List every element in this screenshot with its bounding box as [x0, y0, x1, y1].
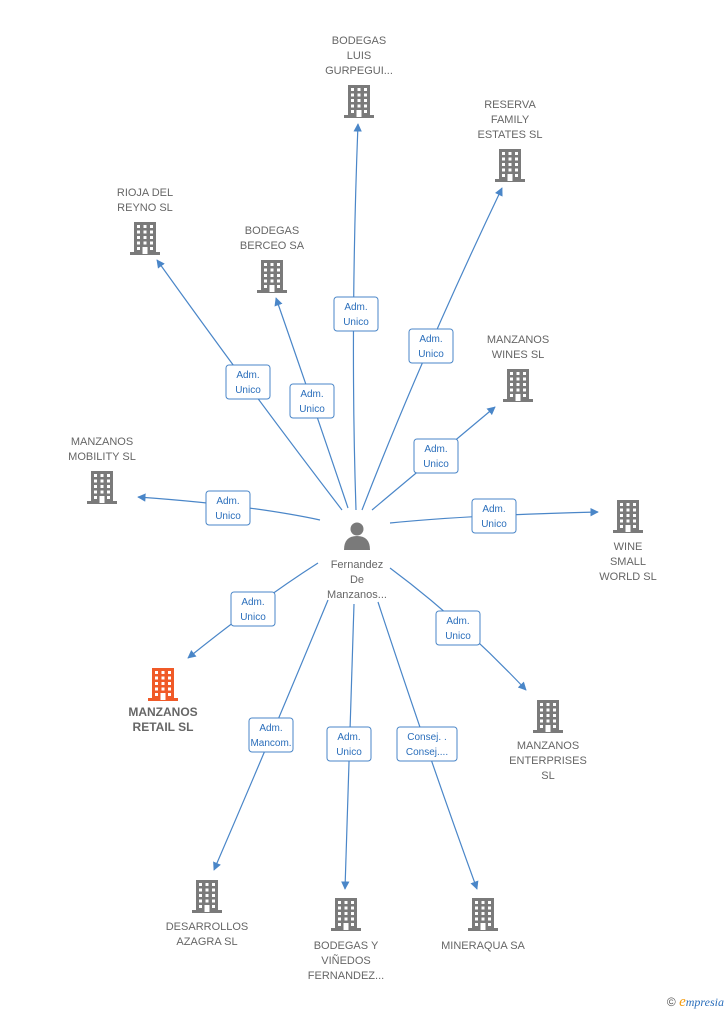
company-node-manzanos-mobility[interactable]: MANZANOS MOBILITY SL — [68, 436, 136, 504]
building-icon[interactable] — [331, 898, 361, 931]
building-icon[interactable] — [130, 222, 160, 255]
company-label-line: REYNO SL — [117, 202, 173, 214]
company-node-desarrollos-azagra[interactable]: DESARROLLOS AZAGRA SL — [166, 880, 249, 948]
company-label-line: WORLD SL — [599, 571, 656, 583]
company-label-line: MINERAQUA SA — [441, 940, 525, 952]
building-icon[interactable] — [503, 369, 533, 402]
relation-label-desarrollos-azagra[interactable]: Adm. Mancom. — [248, 717, 294, 753]
relation-label-line: Adm. — [419, 334, 442, 345]
relation-label-line: Consej.... — [406, 747, 448, 758]
relation-label-line: Adm. — [446, 616, 469, 627]
person-label-line: De — [350, 574, 364, 586]
person-icon — [344, 522, 370, 550]
company-label-line: RESERVA — [484, 99, 536, 111]
company-label-line: BODEGAS — [245, 225, 299, 237]
company-node-manzanos-enterprises[interactable]: MANZANOS ENTERPRISES SL — [509, 700, 587, 782]
relation-label-line: Unico — [336, 747, 362, 758]
relation-label-manzanos-mobility[interactable]: Adm. Unico — [205, 490, 251, 526]
company-label-line: BODEGAS — [332, 35, 386, 47]
relation-label-line: Adm. — [259, 723, 282, 734]
building-icon[interactable] — [257, 260, 287, 293]
relation-label-manzanos-enterprises[interactable]: Adm. Unico — [435, 610, 481, 646]
building-icon[interactable] — [344, 85, 374, 118]
relation-label-line: Unico — [481, 519, 507, 530]
relation-label-bodegas-y-vinedos[interactable]: Adm. Unico — [326, 726, 372, 762]
brand-initial: e — [679, 994, 686, 1010]
relation-label-line: Unico — [240, 612, 266, 623]
building-icon[interactable] — [192, 880, 222, 913]
relation-label-mineraqua[interactable]: Consej. . Consej.... — [396, 726, 458, 762]
building-icon[interactable] — [148, 668, 178, 701]
company-node-manzanos-wines[interactable]: MANZANOS WINES SL — [487, 334, 549, 402]
company-label-line: ENTERPRISES — [509, 755, 587, 767]
company-label-line: SMALL — [610, 556, 646, 568]
building-icon[interactable] — [533, 700, 563, 733]
company-label-line: AZAGRA SL — [176, 936, 237, 948]
company-label-line: MANZANOS — [487, 334, 549, 346]
company-label-line: MANZANOS — [71, 436, 133, 448]
company-node-bodegas-y-vinedos[interactable]: BODEGAS Y VIÑEDOS FERNANDEZ... — [308, 898, 384, 982]
company-label-line: LUIS — [347, 50, 371, 62]
relation-label-line: Unico — [215, 511, 241, 522]
copyright-icon: © — [666, 995, 676, 1009]
person-node-center[interactable]: FernandezDeManzanos... — [327, 522, 387, 602]
relation-label-line: Adm. — [337, 732, 360, 743]
company-node-rioja-del-reyno[interactable]: RIOJA DEL REYNO SL — [117, 187, 173, 255]
person-label-line: Fernandez — [331, 559, 384, 571]
building-icon[interactable] — [87, 471, 117, 504]
relation-label-line: Unico — [445, 631, 471, 642]
relation-label-line: Unico — [423, 459, 449, 470]
relation-label-line: Unico — [418, 349, 444, 360]
relation-label-wine-small-world[interactable]: Adm. Unico — [471, 498, 517, 534]
company-node-reserva-family-estates[interactable]: RESERVA FAMILY ESTATES SL — [477, 99, 543, 182]
company-node-wine-small-world[interactable]: WINE SMALL WORLD SL — [599, 500, 657, 583]
relation-label-line: Adm. — [344, 302, 367, 313]
relation-label-line: Adm. — [241, 597, 264, 608]
relation-label-line: Mancom. — [250, 738, 291, 749]
company-label-line: BERCEO SA — [240, 240, 305, 252]
building-icon[interactable] — [613, 500, 643, 533]
company-label-line: WINES SL — [492, 349, 545, 361]
company-label-line: WINE — [614, 541, 643, 553]
relation-label-bodegas-luis-gurpegui[interactable]: Adm. Unico — [333, 296, 379, 332]
company-label-line: MOBILITY SL — [68, 451, 136, 463]
relation-label-line: Consej. . — [407, 732, 446, 743]
relation-label-line: Unico — [235, 385, 261, 396]
building-icon[interactable] — [468, 898, 498, 931]
relation-label-line: Adm. — [482, 504, 505, 515]
company-label-line: GURPEGUI... — [325, 65, 393, 77]
relation-label-manzanos-wines[interactable]: Adm. Unico — [413, 438, 459, 474]
relation-label-reserva-family-estates[interactable]: Adm. Unico — [408, 328, 454, 364]
company-label-line: VIÑEDOS — [321, 954, 371, 967]
relation-label-rioja-del-reyno[interactable]: Adm. Unico — [225, 364, 271, 400]
empresia-brand[interactable]: © empresia — [667, 994, 724, 1011]
relation-label-line: Unico — [299, 404, 325, 415]
company-label-line: FERNANDEZ... — [308, 970, 384, 982]
relation-label-manzanos-retail[interactable]: Adm. Unico — [230, 591, 276, 627]
company-label-line: ESTATES SL — [477, 129, 542, 141]
relation-label-line: Adm. — [424, 444, 447, 455]
company-node-mineraqua[interactable]: MINERAQUA SA — [441, 898, 526, 952]
relation-label-line: Unico — [343, 317, 369, 328]
brand-name: mpresia — [685, 995, 724, 1009]
company-label-line: DESARROLLOS — [166, 921, 249, 933]
company-label-line: BODEGAS Y — [314, 940, 379, 952]
building-icon[interactable] — [495, 149, 525, 182]
company-label-line: RETAIL SL — [133, 720, 194, 734]
relation-label-line: Adm. — [236, 370, 259, 381]
company-label-line: SL — [541, 770, 554, 782]
company-node-bodegas-luis-gurpegui[interactable]: BODEGAS LUIS GURPEGUI... — [325, 35, 393, 118]
relation-label-bodegas-berceo[interactable]: Adm. Unico — [289, 383, 335, 419]
company-label-line: FAMILY — [491, 114, 530, 126]
company-label-line: MANZANOS — [517, 740, 579, 752]
relation-label-line: Adm. — [300, 389, 323, 400]
company-node-bodegas-berceo[interactable]: BODEGAS BERCEO SA — [240, 225, 305, 293]
relation-label-line: Adm. — [216, 496, 239, 507]
company-label-line: RIOJA DEL — [117, 187, 173, 199]
company-label-line: MANZANOS — [128, 705, 197, 719]
person-label-line: Manzanos... — [327, 589, 387, 601]
